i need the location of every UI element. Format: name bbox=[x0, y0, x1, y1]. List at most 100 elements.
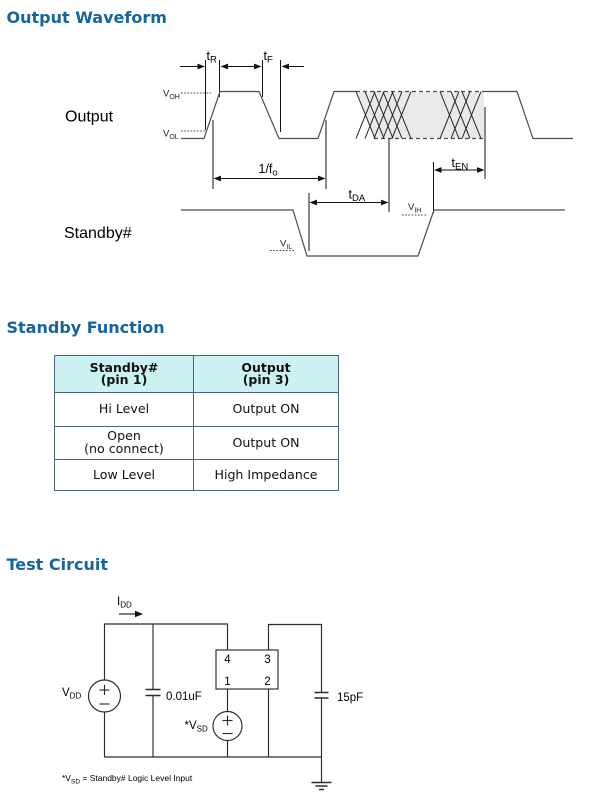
tda-annotation: tDA bbox=[308, 138, 390, 251]
vsd-voltage-source: *VSD bbox=[185, 710, 243, 742]
tr-label-sub: R bbox=[210, 55, 217, 66]
oscillator-ic: 4 3 1 2 bbox=[215, 649, 279, 690]
ten-label-sub: EN bbox=[455, 162, 468, 173]
undefined-region-fill bbox=[357, 92, 484, 138]
vsd-label-sub: SD bbox=[197, 724, 208, 733]
tr-label: tR bbox=[207, 49, 217, 66]
vol-label-base: V bbox=[163, 129, 170, 140]
cell-output-state: High Impedance bbox=[193, 459, 339, 491]
header-output-line1: Output bbox=[241, 360, 291, 376]
circuit-footnote: *VSD = Standby# Logic Level Input bbox=[62, 773, 192, 786]
vil-label: VIL bbox=[280, 239, 292, 251]
arrow-head-right bbox=[477, 167, 485, 173]
vdd-label: VDD bbox=[62, 687, 81, 700]
cell-standby-state: Open(no connect) bbox=[54, 426, 194, 460]
idd-label-sub: DD bbox=[120, 600, 132, 609]
footnote-post: = Standby# Logic Level Input bbox=[80, 773, 193, 783]
vsd-label-base: *V bbox=[185, 720, 197, 732]
vih-level-annotation: VIH bbox=[402, 202, 427, 216]
arrow-head-right bbox=[254, 63, 262, 70]
standby-function-table: Standby#(pin 1) Output(pin 3) Hi Level O… bbox=[54, 355, 339, 491]
cell-output-state: Output ON bbox=[193, 392, 339, 427]
header-output-line2: (pin 3) bbox=[242, 372, 290, 387]
cell-open-line2: (no connect) bbox=[84, 441, 164, 456]
tf-label: tF bbox=[264, 49, 273, 66]
header-standby-line1: Standby# bbox=[89, 360, 159, 376]
vih-label-base: V bbox=[408, 202, 415, 213]
vol-label: VOL bbox=[163, 129, 179, 141]
arrow-head-right bbox=[197, 63, 205, 70]
table-row-hi-level: Hi Level Output ON bbox=[54, 392, 339, 427]
ten-label: tEN bbox=[452, 156, 469, 173]
tf-label-sub: F bbox=[267, 55, 273, 66]
arrow-head-right bbox=[381, 199, 389, 206]
vsd-source-circle bbox=[212, 710, 243, 742]
output-trace-right bbox=[484, 90, 573, 140]
output-signal-label: Output bbox=[65, 109, 114, 126]
ten-annotation: tEN bbox=[433, 107, 486, 213]
idd-current-annotation: IDD bbox=[117, 596, 143, 618]
header-cell-output: Output(pin 3) bbox=[193, 355, 339, 393]
wire-top-left bbox=[103, 623, 229, 680]
tda-label-base: t bbox=[349, 188, 353, 202]
standby-signal-label: Standby# bbox=[64, 225, 132, 242]
section-title-output-waveform: Output Waveform bbox=[6, 7, 167, 27]
ic-body bbox=[215, 649, 279, 690]
section-title-test-circuit: Test Circuit bbox=[6, 554, 109, 574]
bypass-capacitor: 0.01uF bbox=[145, 688, 202, 703]
period-label-sub: o bbox=[272, 168, 277, 179]
circuit-wires bbox=[103, 623, 323, 782]
tr-left-arrow bbox=[180, 63, 205, 70]
vol-level-annotation: VOL bbox=[163, 129, 205, 141]
output-waveform-diagram: Output Standby# VOH VOL tR tF bbox=[64, 49, 573, 257]
table-row-low-level: Low Level High Impedance bbox=[54, 459, 339, 491]
vol-label-sub: OL bbox=[169, 134, 178, 141]
tda-label: tDA bbox=[349, 188, 366, 205]
ic-pin4-label: 4 bbox=[224, 654, 231, 666]
voh-label: VOH bbox=[163, 89, 180, 101]
period-label: 1/fo bbox=[259, 162, 278, 179]
load-capacitor: 15pF bbox=[314, 691, 363, 704]
footnote-sub: SD bbox=[70, 778, 81, 786]
cap1-value-label: 0.01uF bbox=[166, 691, 202, 703]
arrow-head-left bbox=[309, 199, 317, 206]
header-cell-standby: Standby#(pin 1) bbox=[54, 355, 194, 393]
table-header-row: Standby#(pin 1) Output(pin 3) bbox=[54, 355, 339, 393]
vih-label: VIH bbox=[408, 202, 421, 214]
ground-symbol bbox=[311, 781, 332, 791]
vdd-source-circle bbox=[87, 679, 122, 713]
cap2-value-label: 15pF bbox=[337, 692, 363, 704]
ic-pin3-label: 3 bbox=[264, 654, 270, 666]
cell-standby-state: Low Level bbox=[54, 459, 194, 491]
test-circuit-diagram: IDD VDD 0.01uF 4 3 1 2 bbox=[62, 596, 363, 791]
table-row-open: Open(no connect) Output ON bbox=[54, 426, 339, 460]
vih-label-sub: IH bbox=[414, 207, 421, 214]
ic-pin1-label: 1 bbox=[224, 676, 230, 688]
output-trace-left bbox=[181, 90, 356, 140]
cell-standby-state: Hi Level bbox=[54, 392, 194, 427]
output-signal-trace bbox=[181, 90, 573, 140]
voh-label-sub: OH bbox=[169, 94, 180, 101]
vdd-label-sub: DD bbox=[70, 691, 82, 700]
vdd-label-base: V bbox=[62, 687, 70, 699]
period-annotation: 1/fo bbox=[212, 120, 327, 189]
cell-open-line1: Open bbox=[107, 428, 141, 444]
vil-label-base: V bbox=[280, 239, 287, 250]
tr-tf-middle-arrow bbox=[220, 63, 262, 70]
undefined-region-crosshatch bbox=[355, 91, 482, 139]
standby-signal-trace bbox=[181, 209, 565, 257]
wire-top-right bbox=[267, 623, 323, 692]
tda-label-sub: DA bbox=[352, 193, 366, 204]
footnote-pre: *V bbox=[62, 773, 71, 783]
cell-output-state: Output ON bbox=[193, 426, 339, 460]
voh-label-base: V bbox=[163, 89, 170, 100]
tr-tf-annotation: tR tF bbox=[180, 49, 304, 132]
arrow-head-left bbox=[434, 167, 442, 173]
tr-label-base: t bbox=[207, 49, 211, 63]
period-label-base: 1/f bbox=[259, 162, 273, 176]
arrow-head-left bbox=[281, 63, 289, 70]
idd-arrow-head bbox=[135, 610, 143, 618]
header-standby-line2: (pin 1) bbox=[100, 372, 148, 387]
idd-label: IDD bbox=[117, 596, 132, 609]
section-title-standby-function: Standby Function bbox=[6, 317, 165, 337]
